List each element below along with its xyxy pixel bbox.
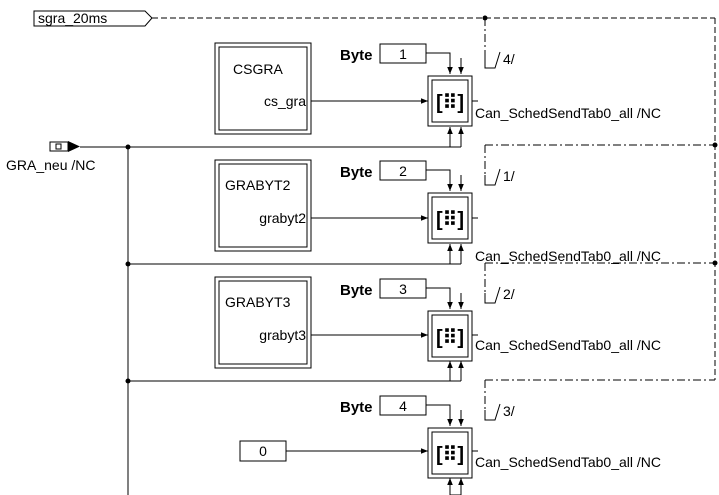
sequence-label-4: 3/ [503,403,515,419]
byte-label: Byte [340,164,373,181]
subsystem-csgra[interactable]: CSGRA cs_gra [214,42,312,135]
subsystem-grabyt2[interactable]: GRABYT2 grabyt2 [214,159,312,252]
byte-value: 1 [399,46,407,62]
grid-icon: [⠿] [436,209,464,231]
trigger-tag-label: sgra_20ms [38,10,107,26]
grid-icon: [⠿] [436,327,464,349]
byte-row-3[interactable]: Byte 3 [340,278,427,299]
byte-row-4[interactable]: Byte 4 [340,395,427,416]
send-block-label: Can_SchedSendTab0_all /NC [475,105,661,121]
send-block-4[interactable]: [⠿] Can_SchedSendTab0_all /NC [427,427,661,479]
trigger-tag[interactable]: sgra_20ms [33,10,153,27]
send-block-label: Can_SchedSendTab0_all /NC [475,337,661,353]
byte-value: 3 [399,281,407,297]
byte-row-2[interactable]: Byte 2 [340,160,427,181]
sequence-label-3: 2/ [503,286,515,302]
byte-label: Byte [340,47,373,64]
send-block-label: Can_SchedSendTab0_all /NC [475,454,661,470]
sequence-markers: 4/ 1/ 2/ 3/ [484,51,515,421]
send-block-3[interactable]: [⠿] Can_SchedSendTab0_all /NC [427,310,661,362]
grid-icon: [⠿] [436,444,464,466]
subsystem-port-label: cs_gra [264,93,306,109]
send-block-label: Can_SchedSendTab0_all /NC [475,248,661,264]
send-block-1[interactable]: [⠿] Can_SchedSendTab0_all /NC [427,75,661,127]
inport-block[interactable]: GRA_neu /NC [6,141,95,173]
constant-value: 0 [259,443,267,459]
inport-icon [55,143,62,150]
byte-wires [426,52,464,426]
constant-block[interactable]: 0 [239,440,287,462]
sequence-label-2: 1/ [503,168,515,184]
byte-row-1[interactable]: Byte 1 [340,43,427,64]
subsystem-title: GRABYT3 [225,294,291,310]
bus-wires [80,127,464,495]
send-block-2[interactable]: [⠿] Can_SchedSendTab0_all /NC [427,192,661,264]
subsystem-title: CSGRA [233,61,283,77]
byte-label: Byte [340,282,373,299]
subsystem-grabyt3[interactable]: GRABYT3 grabyt3 [214,276,312,369]
subsystem-title: GRABYT2 [225,177,291,193]
sequence-label-1: 4/ [503,51,515,67]
subsystem-port-label: grabyt3 [259,327,306,343]
byte-value: 2 [399,163,407,179]
grid-icon: [⠿] [436,92,464,114]
byte-value: 4 [399,398,407,414]
trigger-lines [152,15,718,410]
inport-label: GRA_neu /NC [6,157,95,173]
subsystem-port-label: grabyt2 [259,210,306,226]
byte-label: Byte [340,399,373,416]
